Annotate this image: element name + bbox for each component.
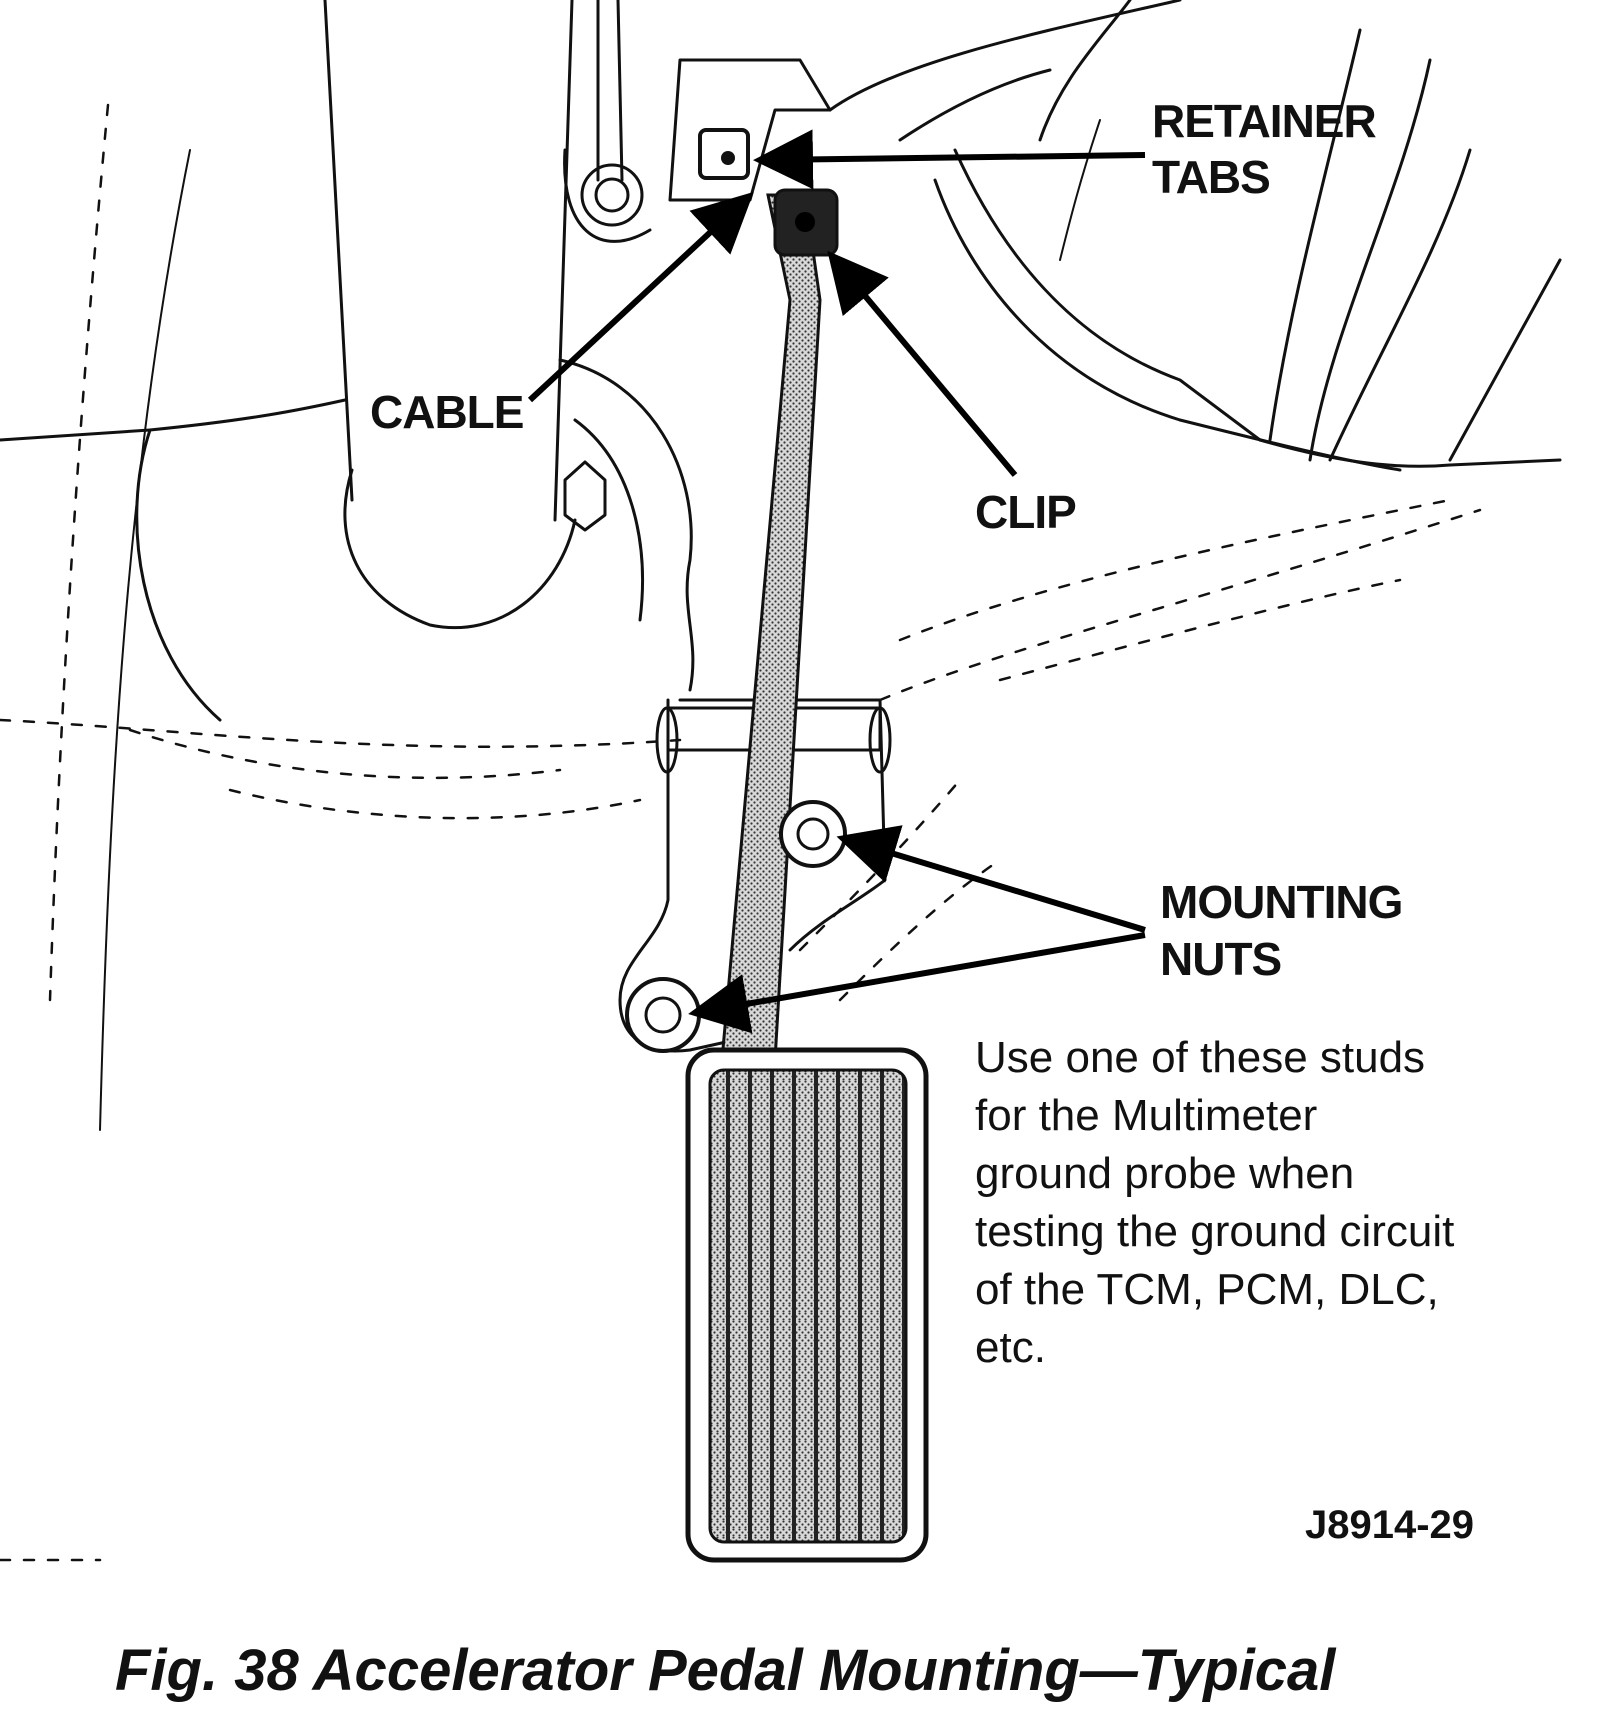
label-retainer-tabs-line1: RETAINER — [1152, 95, 1376, 147]
figure-caption: Fig. 38 Accelerator Pedal Mounting—Typic… — [115, 1638, 1337, 1703]
label-retainer-tabs-line2: TABS — [1152, 151, 1270, 203]
note-line-5: of the TCM, PCM, DLC, — [975, 1265, 1439, 1314]
pedal-arm — [720, 193, 822, 1062]
note-line-1: Use one of these studs — [975, 1033, 1425, 1082]
label-clip: CLIP — [975, 486, 1076, 538]
note-line-3: ground probe when — [975, 1149, 1354, 1198]
note-line-2: for the Multimeter — [975, 1091, 1317, 1140]
label-cable: CABLE — [370, 386, 523, 438]
vehicle-structure — [0, 0, 1562, 1562]
callout-labels: RETAINER TABS CABLE CLIP MOUNTING NUTS — [370, 95, 1403, 985]
mounting-nut-upper — [779, 800, 847, 868]
leader-lines — [527, 129, 1146, 1034]
pedal-assembly — [618, 128, 929, 1563]
note-line-4: testing the ground circuit — [975, 1207, 1454, 1256]
label-mounting-nuts-line1: MOUNTING — [1160, 876, 1402, 928]
note-line-6: etc. — [975, 1323, 1046, 1372]
figure-id: J8914-29 — [1305, 1503, 1474, 1547]
mounting-nut-lower — [625, 977, 701, 1053]
multimeter-note: Use one of these studs for the Multimete… — [975, 1033, 1454, 1372]
label-mounting-nuts-line2: NUTS — [1160, 933, 1281, 985]
